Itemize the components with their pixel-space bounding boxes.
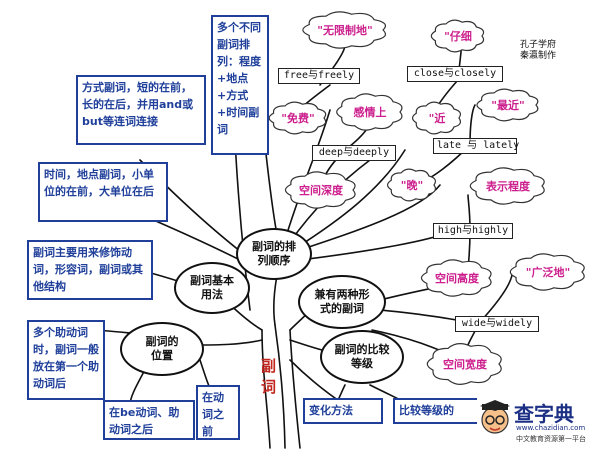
two-forms-node: 兼有两种形式的副词 xyxy=(298,275,386,329)
time-place-box: 时间，地点副词，小单位的在前，大单位在后 xyxy=(38,162,168,222)
multi-order-box: 多个不同副词排列：程度+地点+方式+时间副词 xyxy=(211,15,269,155)
cloud-icon xyxy=(509,253,585,291)
logo-slogan: 中文教育资源第一平台 xyxy=(516,435,586,443)
cloud-widely: "广泛地" xyxy=(525,266,571,279)
pair-wide: wide与widely xyxy=(455,316,539,332)
pair-close: close与closely xyxy=(407,66,503,82)
comparison-node: 副词的比较等级 xyxy=(320,330,404,384)
cloud-space-width: 空间宽度 xyxy=(443,358,487,371)
usage-box: 副词主要用来修饰动词，形容词，副词或其他结构 xyxy=(27,240,153,300)
cloud-near: "近 xyxy=(428,112,446,125)
order-node: 副词的排列顺序 xyxy=(236,228,312,280)
cloud-icon xyxy=(469,167,545,205)
author-note: 孔子学府 秦瀛制作 xyxy=(520,40,557,61)
be-verb-box: 在be动词、助动词之后 xyxy=(103,400,195,440)
cloud-unlimited: "无限制地" xyxy=(317,24,373,37)
cloud-recently: "最近" xyxy=(491,99,525,112)
basic-usage-node: 副词基本用法 xyxy=(174,262,250,314)
cloud-careful: "仔细 xyxy=(444,30,472,43)
cloud-icon xyxy=(411,101,461,135)
cloud-icon xyxy=(476,88,539,122)
cloud-degree: 表示程度 xyxy=(486,180,530,193)
site-logo: 查字典 www.chazidian.com 中文教育资源第一平台 xyxy=(478,392,598,448)
cloud-space-depth: 空间深度 xyxy=(299,184,343,197)
manner-box: 方式副词，短的在前，长的在后，并用and或but等连词连接 xyxy=(76,75,206,145)
cloud-icon xyxy=(336,93,403,131)
pair-free: free与freely xyxy=(278,68,360,84)
root-label: 副词 xyxy=(259,358,277,400)
cloud-space-height: 空间高度 xyxy=(435,272,479,285)
pair-late: late 与 lately xyxy=(433,138,519,154)
position-node: 副词的位置 xyxy=(120,322,204,376)
cloud-icon xyxy=(420,259,492,297)
pair-deep: deep与deeply xyxy=(312,145,396,161)
change-method-box: 变化方法 xyxy=(303,398,383,424)
mascot-icon xyxy=(480,400,510,434)
cloud-icon xyxy=(268,101,327,135)
pair-high: high与highly xyxy=(433,223,513,239)
action-verb-box: 在动词之前 xyxy=(196,385,240,440)
cloud-free-of-charge: "免费" xyxy=(281,112,315,125)
logo-url: www.chazidian.com xyxy=(516,424,586,432)
cloud-icon xyxy=(284,171,356,209)
aux-box: 多个助动词时，副词一般放在第一个助动词后 xyxy=(27,320,105,400)
cloud-icon xyxy=(302,11,386,49)
cloud-icon-group xyxy=(268,11,585,385)
cloud-emotion: 感情上 xyxy=(353,106,387,119)
cloud-late: "晚" xyxy=(400,179,424,192)
cloud-icon xyxy=(386,168,436,202)
comparison-forms-box: 比较等级的 xyxy=(393,398,477,424)
cloud-icon xyxy=(430,19,485,53)
cloud-icon xyxy=(426,343,502,385)
logo-brand: 查字典 xyxy=(514,402,574,426)
